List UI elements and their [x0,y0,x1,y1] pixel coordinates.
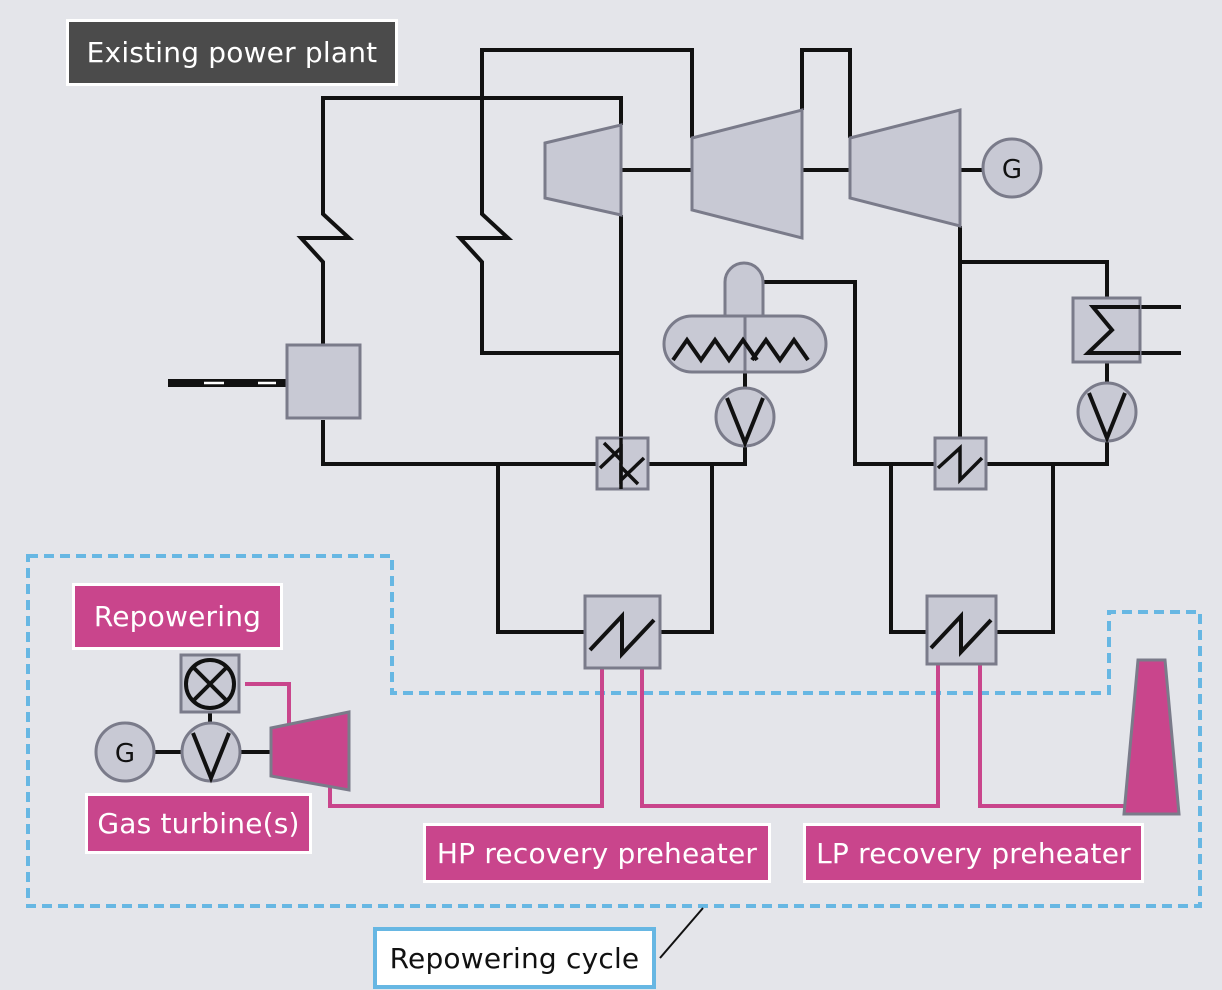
gas-generator [94,721,156,783]
heating-coil-left [671,336,759,364]
lp-recovery-preheater [925,594,998,666]
repowering-label: Repowering [72,583,283,650]
gas-compressor [180,721,242,783]
lp-preheater-label: LP recovery preheater [803,823,1144,883]
gas-generator-symbol: G [115,739,135,769]
hp-preheater-label: HP recovery preheater [423,823,771,883]
lp-feedwater-heater [933,436,988,491]
hp-recovery-preheater [583,594,662,670]
ip-turbine [690,108,804,240]
repowering-cycle-label: Repowering cycle [373,927,656,989]
gas-turbine [269,710,351,792]
steam-cycle-lines [168,48,1181,634]
exhaust-stack [1122,658,1181,816]
condenser [1071,296,1142,364]
boundary-leader-line [659,907,704,959]
gas-path-lines [245,660,1127,808]
heating-coil-right [750,336,810,364]
existing-plant-label: Existing power plant [66,19,398,86]
main-generator [981,137,1043,199]
boiler [285,343,362,420]
lp-turbine [848,108,962,228]
feedwater-tank [662,261,828,374]
repowering-boundary [26,554,1202,908]
hp-turbine [543,123,623,217]
hp-feedwater-heater [595,436,650,491]
feed-pump [714,386,776,449]
condensate-pump [1076,381,1138,444]
gas-turbine-label: Gas turbine(s) [85,793,312,854]
gas-turbine-set: G [94,653,351,792]
main-generator-symbol: G [1002,155,1022,185]
